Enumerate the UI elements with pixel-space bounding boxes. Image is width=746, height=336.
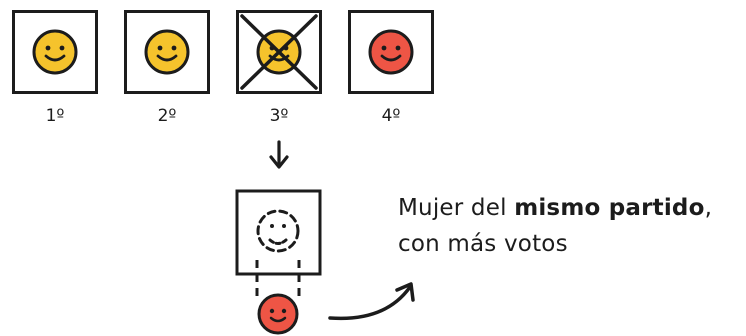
rank-label-3: 3º xyxy=(269,106,289,126)
cross-line-2 xyxy=(240,14,318,90)
rank-label-4: 4º xyxy=(381,106,401,126)
replacement-smiley-face-icon xyxy=(257,293,299,335)
rank-label-1: 1º xyxy=(45,106,65,126)
vacant-seat-card xyxy=(235,189,322,276)
dashed-face-icon xyxy=(256,209,300,253)
caption-prefix: Mujer del xyxy=(398,195,515,221)
caption-line-1: Mujer del mismo partido, xyxy=(398,190,738,226)
caption: Mujer del mismo partido, con más votos xyxy=(398,190,738,262)
crossed-smiley-face-icon xyxy=(240,14,318,90)
caption-bold: mismo partido xyxy=(514,195,705,221)
down-arrow-icon xyxy=(269,140,289,169)
candidate-card-2 xyxy=(124,10,210,94)
smiley-face-icon xyxy=(32,29,78,75)
rank-label-2: 2º xyxy=(157,106,177,126)
caption-suffix: , xyxy=(704,195,713,221)
curved-arrow-icon xyxy=(328,282,415,321)
dashed-connector xyxy=(255,260,301,298)
candidate-card-4 xyxy=(348,10,434,94)
smiley-face-icon xyxy=(144,29,190,75)
smiley-face-icon xyxy=(368,29,414,75)
candidate-card-1 xyxy=(12,10,98,94)
caption-line-2: con más votos xyxy=(398,231,568,257)
candidate-card-3-crossed xyxy=(236,10,322,94)
